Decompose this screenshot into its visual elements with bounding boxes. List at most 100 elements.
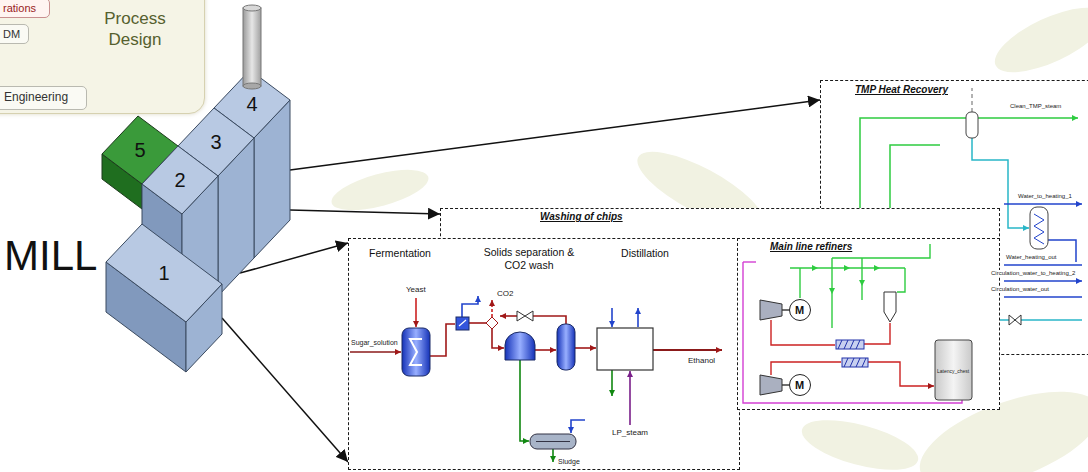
block-number: 2 (165, 168, 195, 192)
menu-button: rations (0, 0, 50, 18)
ethanol-flowsheet (462, 296, 478, 317)
stream-label: Clean_TMP_steam (1010, 103, 1061, 110)
block-number: 3 (201, 130, 231, 154)
screw-conveyor (842, 358, 868, 367)
latency-chest-tank (935, 340, 972, 400)
cooler (456, 317, 469, 330)
stream-label: Yeast (406, 285, 426, 295)
check-valves (844, 265, 850, 271)
leaf-watermark (797, 410, 923, 472)
mixer-symbol (486, 317, 498, 329)
heat-recovery-flowsheet (1004, 280, 1082, 282)
chimney (243, 8, 261, 86)
stream-label: Sugar_solution (351, 338, 398, 347)
check-valves (859, 280, 865, 286)
stream-label: Water_to_heating_1 (1018, 193, 1072, 200)
button-text: DM (3, 27, 20, 41)
ethanol-flowsheet (552, 449, 554, 462)
heat-recovery-flowsheet (1004, 203, 1082, 205)
mill-block (142, 146, 218, 214)
ethanol-flowsheet (430, 324, 455, 356)
refiner-flowsheet (771, 362, 841, 375)
flow-arrow (222, 318, 348, 462)
check-valves (829, 288, 835, 294)
refiner-flowsheet (861, 258, 862, 300)
wash-column (557, 324, 575, 370)
button-text: Engineering (4, 90, 68, 105)
process-panel: Main line refinersMM (737, 238, 1000, 410)
ethanol-flowsheet (575, 347, 596, 349)
stream-label: Sludge (558, 457, 580, 466)
cooler (456, 317, 469, 330)
flow-arrow (290, 210, 440, 214)
screw-conveyor (838, 340, 860, 349)
heat-recovery-flowsheet (1004, 264, 1082, 266)
motor-letter: M (789, 303, 811, 317)
cooler (459, 320, 466, 326)
block-number: 4 (237, 92, 267, 116)
distillation-block (597, 328, 653, 370)
leaf-watermark (328, 0, 1088, 472)
screw-conveyor (836, 340, 868, 367)
ethanol-flowsheet (520, 360, 529, 441)
process-panel: FermentationSolids separation & CO2 wash… (348, 238, 740, 470)
fermenter (402, 328, 430, 376)
refiner-flowsheet (743, 262, 962, 403)
filter-press (530, 434, 576, 449)
stream-label: Circulation_water_to_heating_2 (990, 270, 1076, 277)
panel-heading: Process Design (96, 8, 174, 50)
ethanol-flowsheet (469, 322, 486, 324)
refiner-flowsheet (737, 238, 1000, 410)
leaf-watermark (328, 162, 433, 219)
ethanol-flowsheet (350, 296, 722, 462)
ethanol-flowsheet (571, 420, 585, 433)
heat-exchanger (1030, 207, 1048, 249)
stream-label: LP_steam (612, 428, 648, 438)
refiner-flowsheet (743, 261, 756, 262)
ethanol-flowsheet (611, 370, 613, 396)
site-label: MILL (4, 232, 97, 280)
stream-label: Ethanol (688, 356, 715, 366)
stream-label: Circulation_water_out (990, 286, 1050, 293)
filter-press (536, 441, 570, 442)
heat-exchanger (1030, 207, 1048, 249)
filter-press (530, 434, 576, 449)
heat-recovery-flowsheet (1004, 296, 1082, 298)
ethanol-flowsheet (350, 351, 401, 353)
check-valves (812, 265, 880, 294)
heat-recovery-flowsheet (971, 88, 973, 112)
block-number: 5 (125, 138, 155, 162)
cyclone-symbol (884, 292, 896, 322)
equipment-label: Latency_chest (937, 368, 969, 374)
flash-tank (966, 112, 978, 138)
ethanol-flowsheet (637, 308, 639, 327)
refiner-flowsheet (799, 268, 800, 298)
button-text: rations (3, 1, 36, 15)
motor-symbol: M (789, 299, 811, 321)
column-heading: Solids separation & CO2 wash (475, 246, 583, 272)
menu-button: DM (0, 24, 29, 44)
heat-exchanger (1034, 214, 1044, 244)
ethanol-flowsheet (611, 308, 613, 327)
check-valves (874, 265, 880, 271)
stream-label: Water_heating_out (1006, 254, 1056, 261)
ethanol-flowsheet (348, 238, 740, 470)
panel-title: Washing of chips (540, 211, 623, 223)
mill-block: 1 (106, 224, 222, 372)
heat-recovery-flowsheet (890, 145, 940, 208)
screw-conveyor (836, 340, 864, 349)
menu-button: Engineering (0, 86, 87, 110)
leaf-watermark (986, 0, 1088, 85)
refiner-flowsheet (771, 320, 835, 345)
ethanol-flowsheet (491, 300, 493, 317)
fermenter (410, 339, 422, 365)
refiner-flowsheet (782, 384, 789, 385)
screw-conveyor (844, 358, 866, 367)
stream-label: CO2 (497, 289, 513, 299)
ethanol-flowsheet (492, 329, 504, 348)
mill-block (106, 224, 222, 322)
menu-panel: Process Design rationsDM Engineering (0, 0, 205, 114)
refiner-flowsheet (864, 323, 890, 344)
